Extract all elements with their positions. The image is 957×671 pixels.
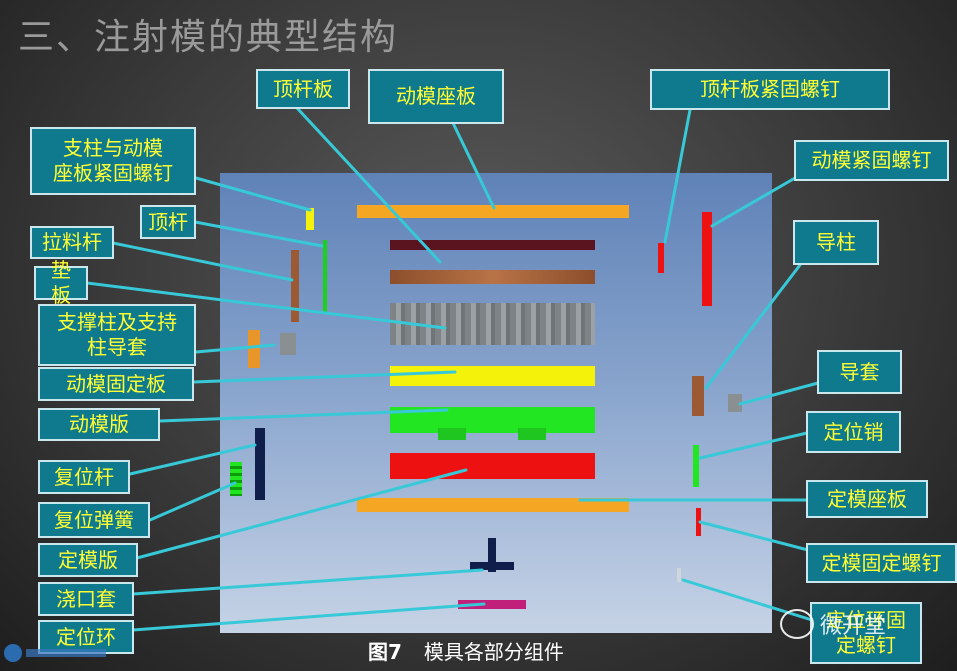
ejector-retainer-part: [390, 270, 595, 284]
locating-ring-part: [458, 600, 526, 609]
leader-sprue-bushing: [131, 568, 484, 596]
sprue-puller-part: [291, 250, 299, 322]
leader-guide-pillar: [704, 263, 802, 390]
leader-fixed-plate: [135, 468, 468, 560]
logo-mark: [26, 649, 106, 657]
ejector-plate-part: [390, 240, 595, 250]
support-pillar-part: [248, 330, 260, 368]
leader-ejector-pin: [193, 220, 324, 248]
leader-spacer-block: [85, 281, 447, 330]
leader-return-pin: [128, 443, 257, 476]
wechat-icon: [780, 609, 814, 639]
corner-logo: [4, 640, 114, 666]
leader-moving-screw: [710, 176, 797, 228]
label-sprue-bushing: 浇口套: [38, 582, 134, 616]
fixed-plate-part: [390, 453, 595, 479]
leader-return-spring: [148, 481, 237, 522]
label-moving-clamp-plate: 动模座板: [368, 69, 504, 124]
label-pillar-screw: 支柱与动模 座板紧固螺钉: [30, 127, 196, 195]
leader-sprue-puller: [111, 241, 294, 282]
label-sprue-puller: 拉料杆: [30, 226, 114, 259]
figure-caption-text: 模具各部分组件: [423, 640, 564, 664]
leader-moving-clamp-plate: [451, 121, 496, 210]
guide-bush-part: [728, 394, 742, 412]
leader-ejector-plate-screw: [663, 108, 692, 244]
label-ring-screw: 定位环固 定螺钉: [810, 602, 922, 664]
label-return-spring: 复位弹簧: [38, 502, 150, 538]
label-fixed-screw: 定模固定螺钉: [806, 543, 957, 583]
return-pin-part: [255, 428, 265, 500]
ejector-plate-screw-part: [658, 243, 664, 273]
locating-pin-part: [693, 445, 699, 487]
ejector-pin-part: [323, 240, 327, 312]
leader-fixed-screw: [698, 520, 810, 552]
sprue-bushing-stem-part: [488, 538, 496, 572]
moving-clamp-plate-part: [357, 205, 629, 218]
watermark: 微开堂: [780, 604, 950, 644]
label-support-pillar: 支撑柱及支持 柱导套: [38, 304, 196, 366]
label-fixed-clamp-plate: 定模座板: [806, 480, 928, 518]
label-spacer-block: 垫板: [34, 258, 88, 307]
leader-moving-retainer-plate: [192, 370, 457, 384]
label-guide-bush: 导套: [817, 350, 902, 394]
label-top-plate: 顶杆板: [256, 69, 350, 109]
label-fixed-plate: 定模版: [38, 543, 138, 577]
leader-support-pillar: [194, 343, 276, 354]
label-locating-ring: 定位环: [38, 620, 134, 654]
label-ejector-plate-screw: 顶杆板紧固螺钉: [650, 69, 890, 110]
leader-locating-ring: [131, 602, 486, 632]
leader-guide-bush: [738, 381, 820, 406]
moving-retainer-plate-part: [390, 366, 595, 386]
leader-moving-plate: [158, 408, 449, 423]
label-moving-plate: 动模版: [38, 408, 160, 441]
moving-plate-boss-right: [518, 428, 546, 440]
label-locating-pin: 定位销: [806, 411, 901, 453]
page-title: 三、注射模的典型结构: [18, 17, 399, 58]
sprue-bushing-flange-part: [470, 562, 514, 570]
pillar-screw-part: [306, 208, 314, 230]
figure-number: 图7: [368, 640, 402, 664]
leader-locating-pin: [698, 431, 809, 460]
label-guide-pillar: 导柱: [793, 220, 879, 265]
leader-pillar-screw: [194, 176, 312, 212]
moving-screw-part: [702, 212, 712, 306]
figure-caption: 图7 模具各部分组件: [368, 636, 564, 665]
watermark-text: 微开堂: [820, 614, 887, 639]
ring-screw-part: [677, 568, 681, 582]
label-moving-screw: 动模紧固螺钉: [794, 140, 949, 181]
moving-plate-boss-left: [438, 428, 466, 440]
support-bush-part: [280, 333, 296, 355]
return-spring-part: [230, 462, 242, 496]
leader-top-plate: [295, 106, 442, 264]
guide-pillar-part: [692, 376, 704, 416]
fixed-clamp-plate-part: [357, 498, 629, 512]
logo-icon: [4, 644, 22, 662]
label-return-pin: 复位杆: [38, 460, 130, 494]
label-ejector-pin: 顶杆: [140, 205, 196, 239]
label-moving-retainer-plate: 动模固定板: [38, 367, 194, 401]
